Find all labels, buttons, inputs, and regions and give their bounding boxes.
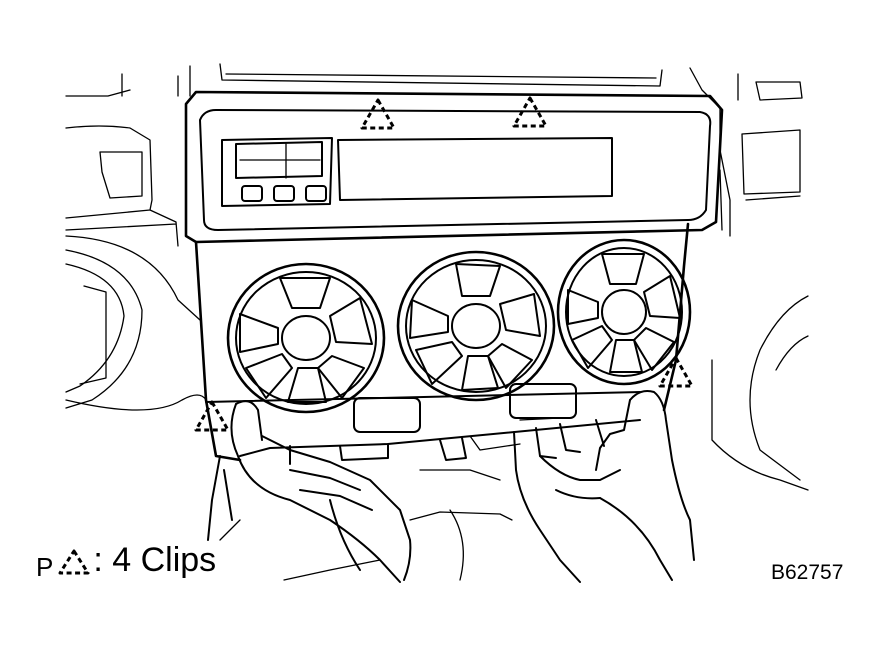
display-button-3 xyxy=(305,185,327,202)
clip-marker-top-right xyxy=(512,96,548,128)
clip-legend: P : 4 Clips xyxy=(36,532,216,582)
clip-marker-top-left xyxy=(360,98,396,130)
dashboard-background xyxy=(65,63,809,491)
clip-marker-right xyxy=(658,356,694,388)
display-button-2 xyxy=(273,185,295,202)
figure-code: B62757 xyxy=(771,561,844,584)
heater-knob-center xyxy=(396,250,556,402)
control-panel-recess-left xyxy=(353,397,421,433)
dashed-triangle-clip-icon xyxy=(58,549,90,575)
legend-prefix: P xyxy=(36,552,54,582)
audio-display xyxy=(337,137,613,201)
right-hand xyxy=(513,390,695,583)
heater-knob-left xyxy=(226,262,386,414)
control-panel-recess-right xyxy=(509,383,577,419)
upper-bezel xyxy=(184,90,724,244)
clock-display xyxy=(221,137,333,207)
display-button-1 xyxy=(241,185,263,202)
clip-marker-left xyxy=(194,400,230,432)
left-hand xyxy=(207,400,412,583)
heater-knob-right xyxy=(556,238,692,386)
lower-console-lines xyxy=(219,469,513,581)
legend-text: : 4 Clips xyxy=(93,541,217,579)
